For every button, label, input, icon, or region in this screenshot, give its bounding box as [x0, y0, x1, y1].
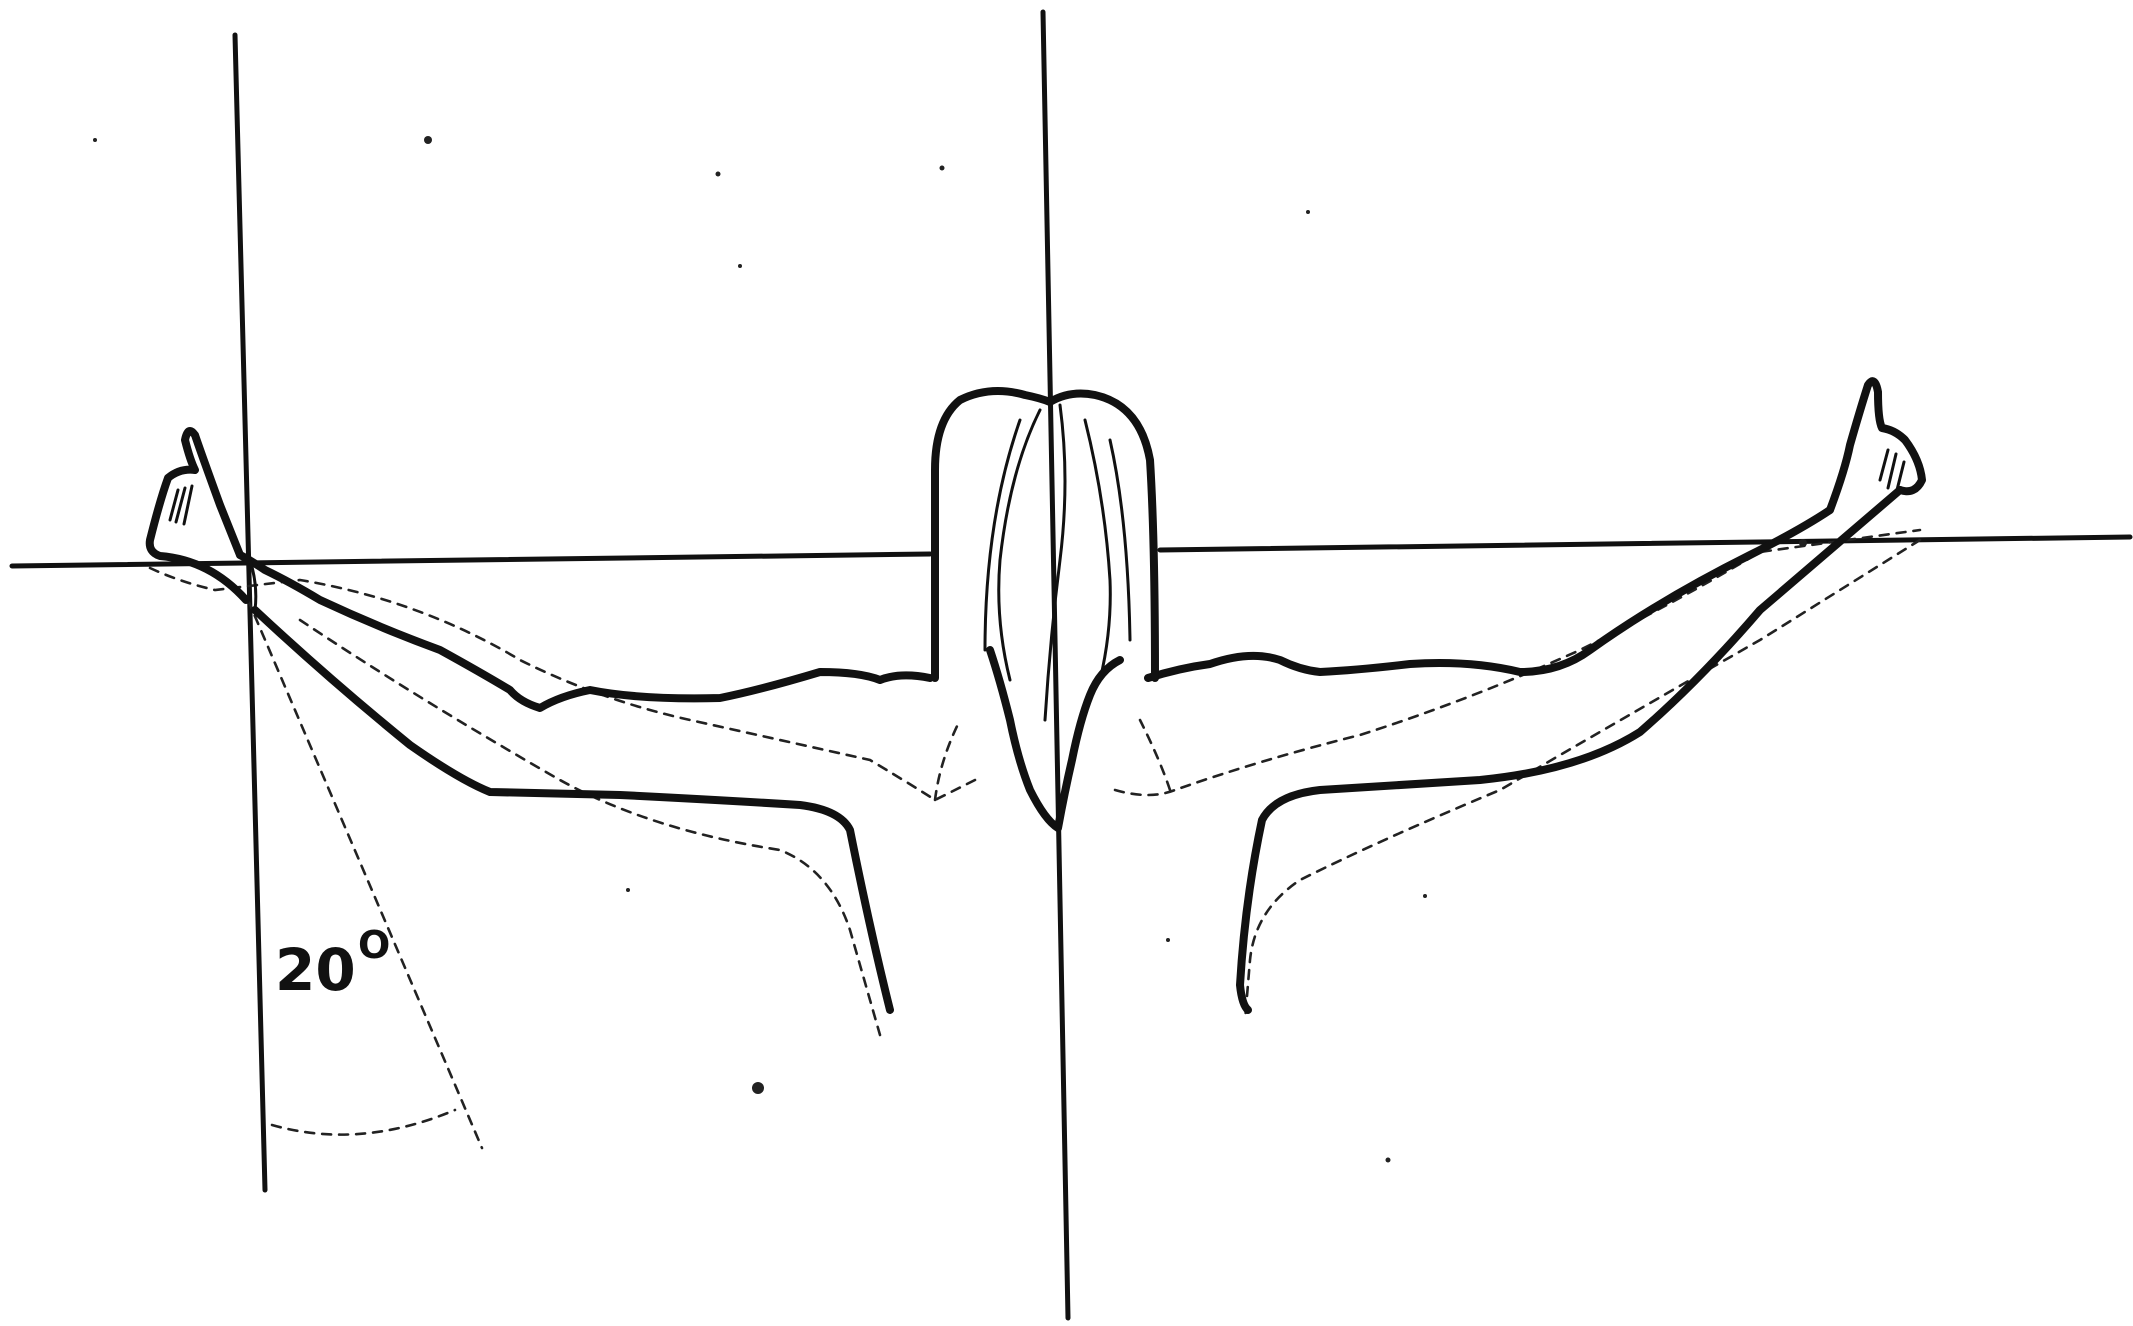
angle-arc — [272, 1110, 455, 1135]
horizontal-reference-line-left — [12, 554, 930, 566]
angle-indicator: 20 O — [248, 600, 482, 1148]
center-vertical-reference-line — [1043, 12, 1068, 1318]
reference-lines — [12, 12, 2130, 1318]
head-outline — [935, 391, 1155, 678]
angle-ray — [248, 600, 482, 1148]
angle-label: 20 — [275, 936, 356, 1004]
left-hand-outline — [150, 431, 246, 600]
print-specks — [93, 136, 1807, 1163]
angle-degree-mark: O — [358, 923, 390, 967]
horizontal-reference-line-right — [1160, 537, 2130, 550]
right-arm-outline — [1148, 510, 1830, 678]
right-hand-outline — [1830, 381, 1922, 510]
